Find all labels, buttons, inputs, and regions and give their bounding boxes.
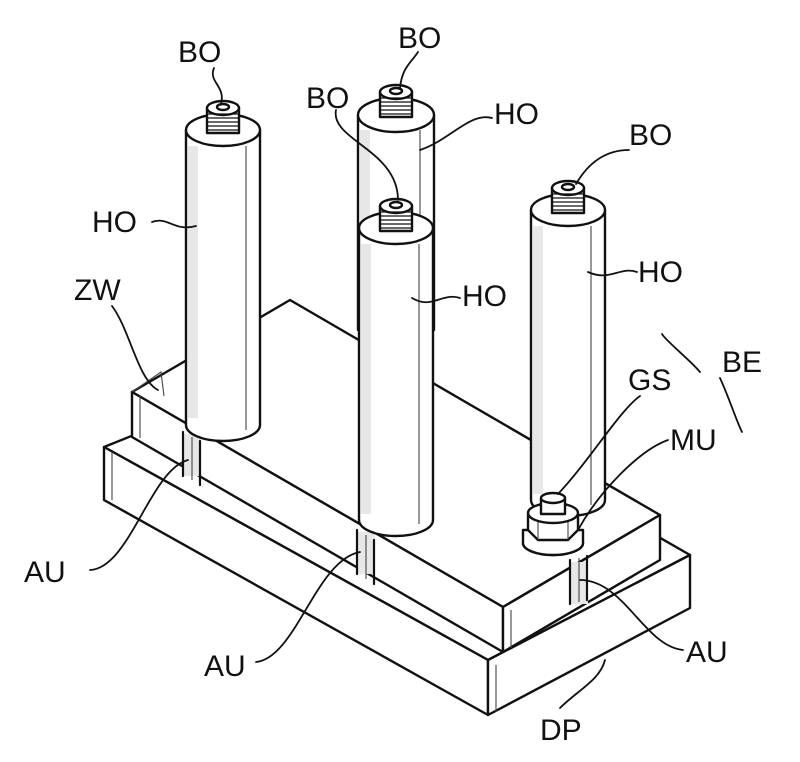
label-be: BE [722,346,762,379]
label-ho-right: HO [638,256,683,289]
holder-left [184,112,262,443]
label-bo-left: BO [178,36,221,69]
label-ho-left: HO [92,206,137,239]
label-au-left: AU [24,556,66,589]
label-bo-right: BO [629,119,672,152]
label-dp: DP [540,714,582,747]
bolt-left [205,99,241,135]
label-gs: GS [628,364,671,397]
label-bo-middle: BO [306,82,349,115]
spacer-left [181,430,202,487]
spacer-right [568,554,589,606]
bolt-back [378,83,414,119]
labels: BO BO BO BO HO HO HO HO ZW GS MU BE AU A… [24,22,762,747]
holder-right [529,192,607,518]
label-bo-top: BO [398,22,441,55]
label-mu: MU [670,424,717,457]
label-zw: ZW [74,274,121,307]
spacer-middle [355,528,376,586]
threaded-pin [539,491,567,516]
bolt-front-middle [378,197,414,233]
label-au-right: AU [686,636,728,669]
holder-front-middle [357,210,435,538]
label-ho-middle: HO [462,280,507,313]
label-ho-top-right: HO [494,98,539,131]
label-au-middle: AU [204,650,246,683]
bolt-right [550,179,586,215]
leader-lines [89,51,743,709]
